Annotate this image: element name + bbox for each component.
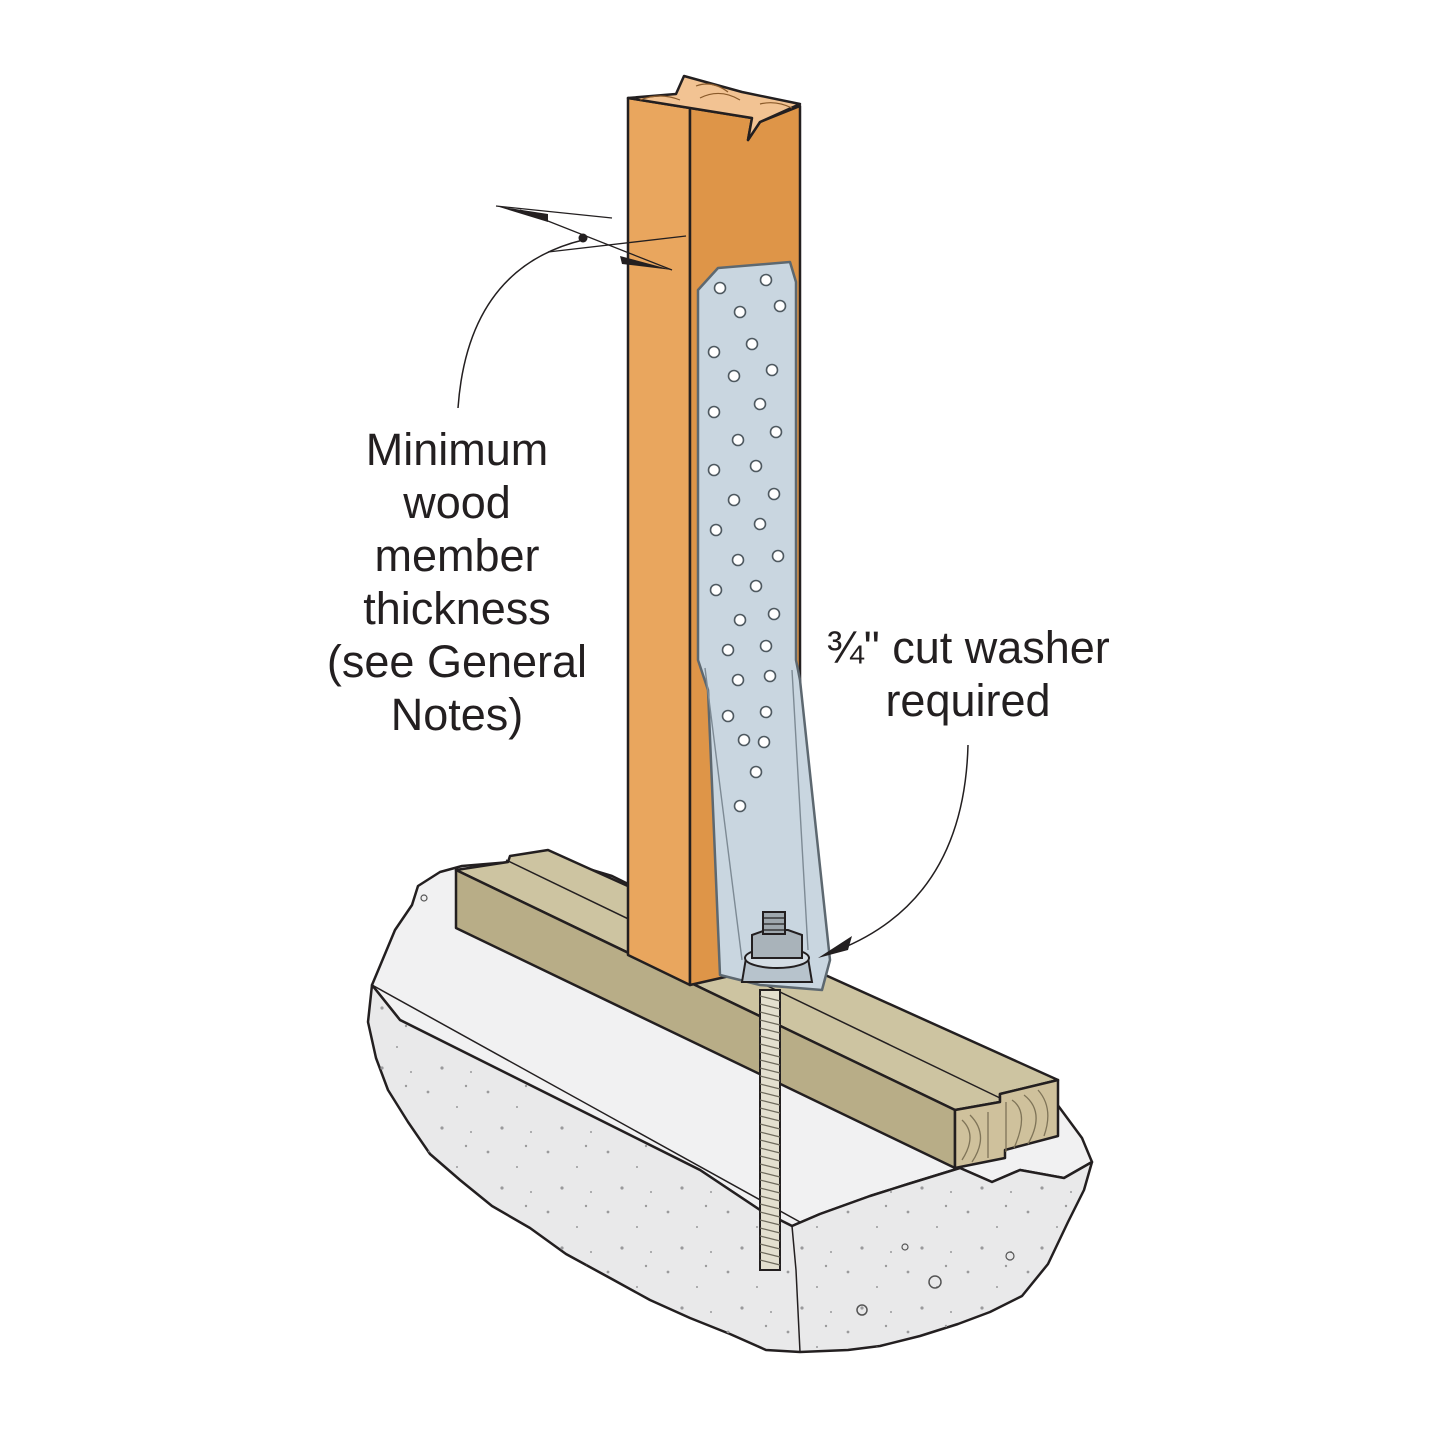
washer-leader-line	[837, 744, 969, 951]
nail-hole	[767, 607, 781, 621]
thickness-leader-line	[457, 239, 584, 409]
anchor-rod-threads	[759, 995, 781, 1266]
nail-hole	[721, 709, 735, 723]
strap-body	[696, 260, 832, 992]
stud-front-face	[626, 96, 692, 987]
extension-line-inner	[547, 235, 687, 253]
extension-line-outer	[495, 205, 613, 219]
concrete-corner-line	[371, 984, 801, 1223]
nail-hole	[713, 281, 727, 295]
aggregate-pebble	[420, 894, 428, 902]
nail-hole	[759, 639, 773, 653]
washer-callout-leader	[818, 744, 969, 958]
nail-hole	[709, 523, 723, 537]
dimension-arrow-icon	[620, 256, 672, 270]
aggregate-pebble	[1005, 1251, 1015, 1261]
washer-callout-line-1: ¾" cut washer	[826, 622, 1110, 673]
thickness-dimension	[457, 205, 687, 409]
washer-callout-line-2: required	[885, 675, 1050, 726]
nail-hole	[757, 735, 771, 749]
nail-hole	[769, 425, 783, 439]
nail-hole	[727, 369, 741, 383]
thickness-callout-line-1: Minimum	[366, 424, 549, 475]
bolt-end-threads	[763, 917, 785, 931]
nail-hole	[765, 363, 779, 377]
nail-hole	[759, 273, 773, 287]
nail-hole	[731, 433, 745, 447]
strap-tie	[696, 260, 832, 992]
leader-arrow-icon	[818, 936, 852, 958]
strap-nail-holes	[707, 273, 787, 813]
nail-hole	[733, 305, 747, 319]
nail-hole	[773, 299, 787, 313]
nail-hole	[745, 337, 759, 351]
dimension-arrow-icon	[496, 206, 548, 222]
thickness-callout-line-4: thickness	[363, 583, 551, 634]
stud-grain-lines	[639, 83, 793, 109]
nail-hole	[707, 463, 721, 477]
nail-hole	[749, 765, 763, 779]
nail-hole	[707, 405, 721, 419]
nail-hole	[727, 493, 741, 507]
nail-hole	[767, 487, 781, 501]
nail-hole	[733, 613, 747, 627]
nail-hole	[763, 669, 777, 683]
thickness-callout-line-6: Notes)	[391, 689, 524, 740]
aggregate-pebble	[901, 1243, 909, 1251]
sill-end-grain-rings	[961, 1089, 1049, 1163]
nail-hole	[749, 459, 763, 473]
nail-hole	[731, 553, 745, 567]
nail-hole	[771, 549, 785, 563]
nail-hole	[707, 345, 721, 359]
nail-hole	[721, 643, 735, 657]
nail-hole	[737, 733, 751, 747]
thickness-callout-line-2: wood	[402, 477, 511, 528]
nail-hole	[731, 673, 745, 687]
aggregate-pebble	[856, 1304, 868, 1316]
nail-hole	[749, 579, 763, 593]
nail-hole	[753, 517, 767, 531]
anchor-bolt-icon	[740, 911, 814, 1271]
nail-hole	[759, 705, 773, 719]
stud-top-end-grain	[626, 74, 802, 142]
nail-hole	[733, 799, 747, 813]
bolt-threaded-end	[762, 911, 786, 935]
thickness-callout-line-5: (see General	[327, 636, 587, 687]
strap-fold-line	[704, 667, 809, 961]
nail-hole	[709, 583, 723, 597]
concrete-edge-line	[791, 1225, 801, 1353]
aggregate-pebble	[928, 1275, 942, 1289]
thickness-callout-line-3: member	[374, 530, 539, 581]
nail-hole	[753, 397, 767, 411]
concrete-texture	[368, 985, 1092, 1352]
